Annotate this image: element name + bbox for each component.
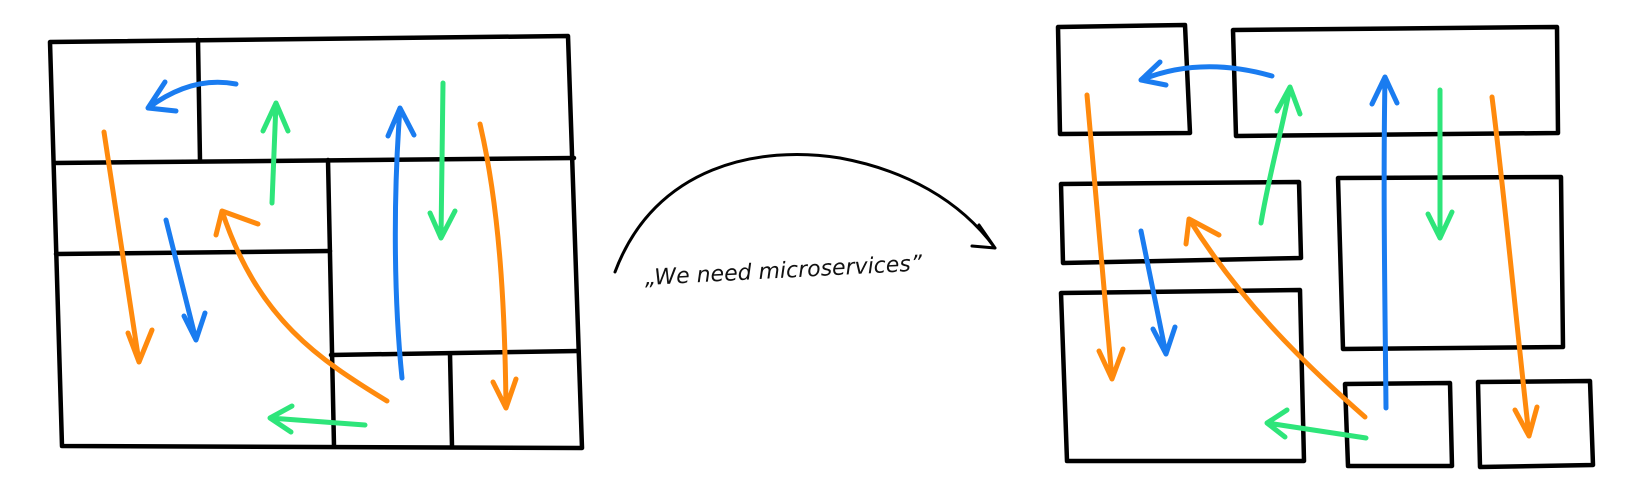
monolith-divider-left-middle (53, 248, 333, 257)
monolith-arrow-green-bottom (267, 403, 368, 435)
service-arrow-blue-short (1138, 228, 1178, 357)
monolith-divider-bottom-right (328, 348, 581, 358)
monolith-arrow-blue-top-left (145, 79, 239, 114)
monolith-arrow-orange-left (101, 129, 155, 365)
monolith-outer-border (47, 33, 585, 451)
curved-arrow-icon (613, 153, 997, 274)
service-arrow-orange-right (1489, 94, 1540, 439)
service-arrow-green-down (1425, 87, 1455, 241)
monolith-arrow-blue-long (385, 105, 417, 381)
service-arrow-blue-top (1138, 59, 1275, 88)
service-box-top-right (1230, 24, 1561, 139)
service-arrow-green-bottom (1264, 407, 1369, 441)
service-box-middle-right (1335, 174, 1566, 352)
service-box-bottom-center (1342, 380, 1455, 469)
service-arrow-orange-diagonal (1183, 216, 1368, 420)
caption-label: „We need microservices” (644, 251, 923, 291)
monolith-group (47, 33, 585, 451)
monolith-arrow-blue-short (163, 217, 208, 343)
microservices-group (1055, 22, 1596, 470)
service-box-bottom-right (1475, 378, 1596, 470)
service-arrow-orange-left-long (1084, 92, 1126, 382)
service-box-bottom-left (1058, 287, 1307, 464)
monolith-divider-top-vertical (195, 37, 203, 164)
service-box-top-left (1055, 22, 1193, 137)
monolith-arrow-green-down (427, 80, 458, 241)
transition-group: „We need microservices” (613, 153, 997, 291)
service-box-middle-left (1058, 179, 1304, 266)
monolith-arrow-orange-curved (213, 208, 390, 404)
monolith-divider-center-vertical (325, 157, 337, 449)
monolith-arrow-orange-right (477, 121, 519, 411)
service-arrow-green-up (1258, 84, 1303, 226)
monolith-divider-bottom-right-vertical (447, 351, 455, 449)
monolith-arrow-green-top (260, 100, 291, 206)
service-arrow-blue-long (1369, 74, 1400, 411)
monolith-divider-top-horizontal (51, 155, 577, 166)
